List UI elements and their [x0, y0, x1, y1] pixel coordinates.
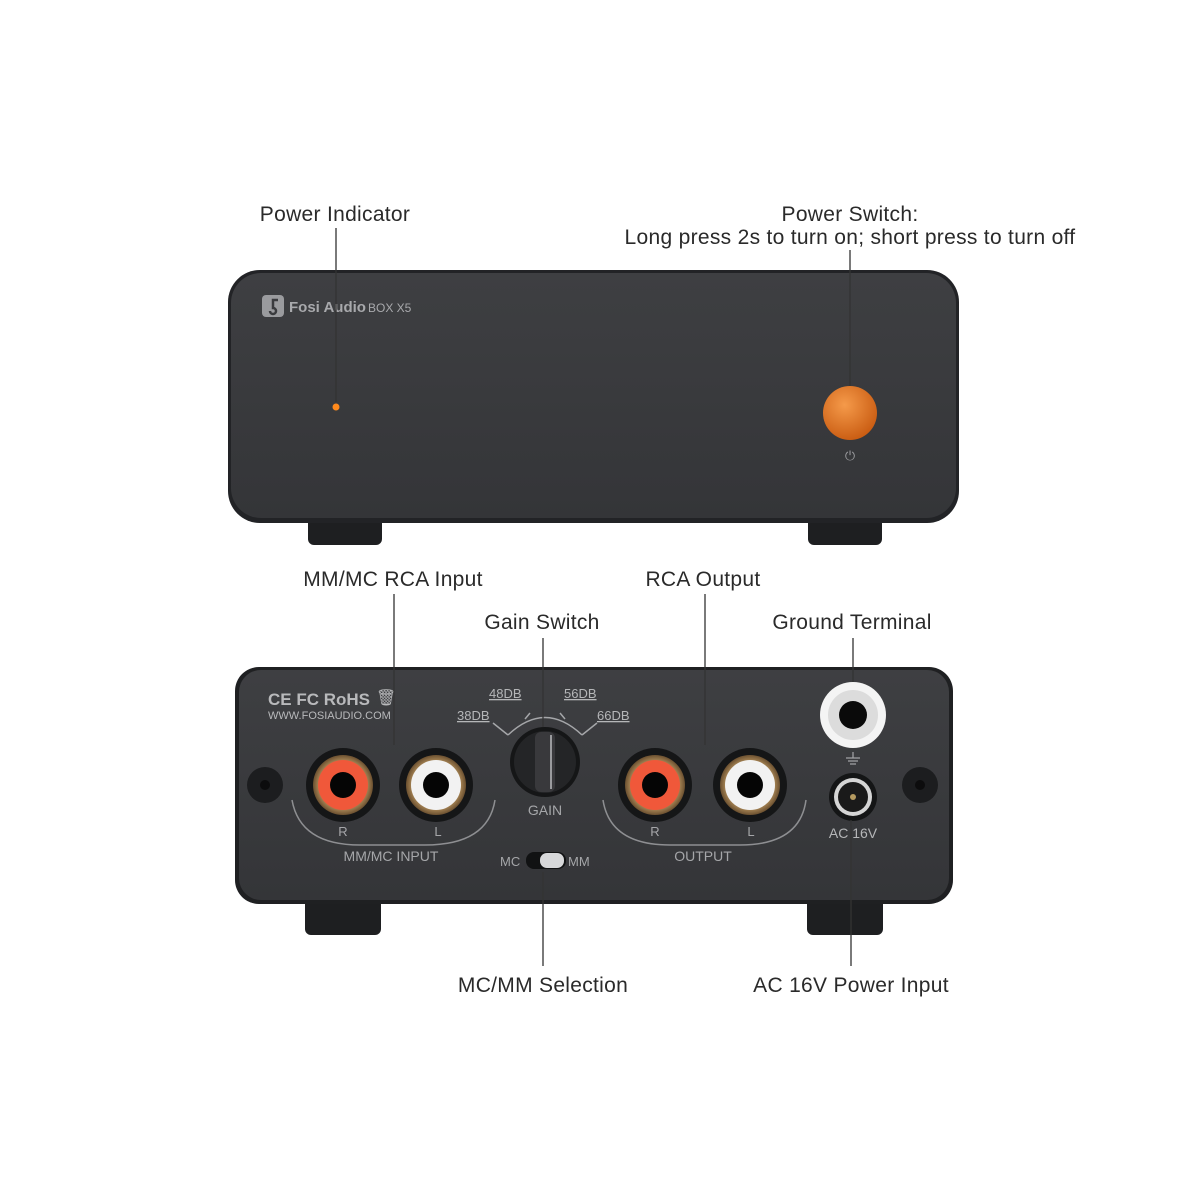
callout-power-indicator: Power Indicator [259, 203, 411, 226]
rear-foot-right [807, 895, 883, 935]
callout-power-switch-title: Power Switch: [781, 203, 919, 226]
callout-ac-power-input: AC 16V Power Input [753, 974, 949, 997]
front-panel: Fosi Audio BOX X5 ⏻ [228, 270, 959, 545]
gain-56db: 56DB [564, 686, 597, 701]
callout-ground-terminal: Ground Terminal [772, 611, 932, 634]
gain-48db: 48DB [489, 686, 522, 701]
power-button[interactable] [823, 386, 877, 440]
rca-output-right-jack[interactable] [618, 748, 692, 822]
rear-panel: CE FC RoHS 🗑 WWW.FOSIAUDIO.COM R L MM/MC… [235, 667, 953, 935]
callout-power-switch-desc: Long press 2s to turn on; short press to… [624, 226, 1076, 249]
power-indicator-led [332, 403, 340, 411]
callout-lines [335, 228, 854, 966]
website-text: WWW.FOSIAUDIO.COM [268, 710, 391, 722]
ground-terminal[interactable] [820, 682, 886, 748]
fosi-logo-icon [262, 295, 284, 317]
rca-output-left-jack[interactable] [713, 748, 787, 822]
mc-mm-switch[interactable] [526, 852, 566, 869]
brand-name: Fosi Audio [289, 299, 366, 316]
output-label: OUTPUT [674, 848, 732, 864]
input-label: MM/MC INPUT [344, 848, 439, 864]
output-r-label: R [650, 824, 659, 839]
callout-rca-input: MM/MC RCA Input [303, 568, 483, 591]
weee-bin-icon: 🗑 [376, 688, 396, 707]
certification-marks: CE FC RoHS [268, 690, 370, 709]
switch-mc-label: MC [500, 854, 520, 869]
ac-power-jack[interactable] [829, 773, 877, 821]
switch-mm-label: MM [568, 854, 590, 869]
model-name: BOX X5 [368, 301, 412, 315]
callout-gain-switch: Gain Switch [484, 611, 600, 634]
rca-input-right-jack[interactable] [306, 748, 380, 822]
input-l-label: L [434, 824, 441, 839]
input-r-label: R [338, 824, 347, 839]
rca-input-left-jack[interactable] [399, 748, 473, 822]
callout-mc-mm-selection: MC/MM Selection [457, 974, 629, 997]
power-icon: ⏻ [845, 449, 855, 464]
gain-38db: 38DB [457, 708, 490, 723]
rear-foot-left [305, 895, 381, 935]
gain-label: GAIN [528, 802, 562, 818]
ground-symbol-icon [846, 752, 860, 765]
callout-rca-output: RCA Output [645, 568, 761, 591]
gain-66db: 66DB [597, 708, 630, 723]
output-l-label: L [747, 824, 754, 839]
ac-label: AC 16V [829, 825, 878, 841]
gain-knob[interactable] [510, 727, 580, 797]
